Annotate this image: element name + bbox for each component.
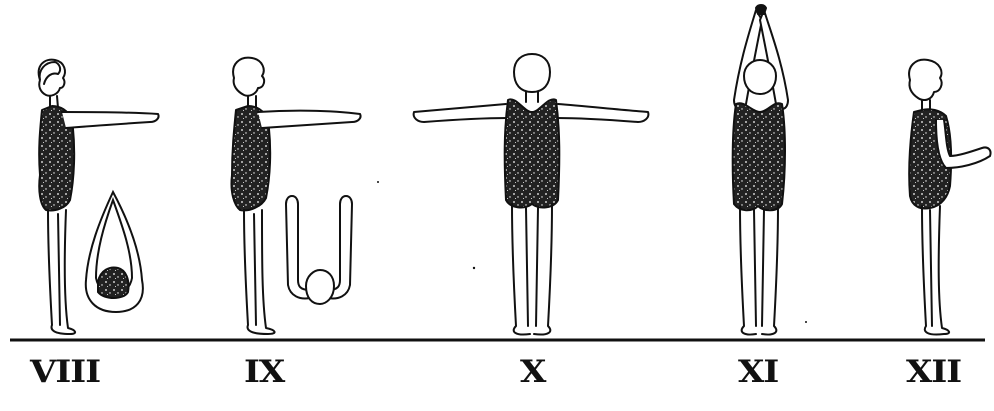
figure-label-x: X bbox=[520, 354, 545, 391]
figure-x-swimsuit bbox=[505, 99, 560, 207]
figure-ix-head bbox=[233, 58, 264, 96]
figure-xi-head bbox=[744, 60, 776, 94]
figure-xi bbox=[733, 5, 788, 335]
figure-label-xii: XII bbox=[906, 354, 961, 391]
figure-label-xi: XI bbox=[738, 354, 778, 391]
figure-viii-inset bbox=[86, 192, 143, 312]
figure-xii-head bbox=[909, 60, 942, 100]
figure-label-ix: IX bbox=[244, 354, 284, 391]
figure-label-viii: VIII bbox=[30, 354, 100, 391]
figure-xi-swimsuit bbox=[733, 103, 785, 210]
figure-x bbox=[414, 54, 649, 335]
figure-xii bbox=[909, 60, 990, 335]
figure-x-head bbox=[514, 54, 550, 92]
figure-ix-inset bbox=[286, 196, 352, 304]
